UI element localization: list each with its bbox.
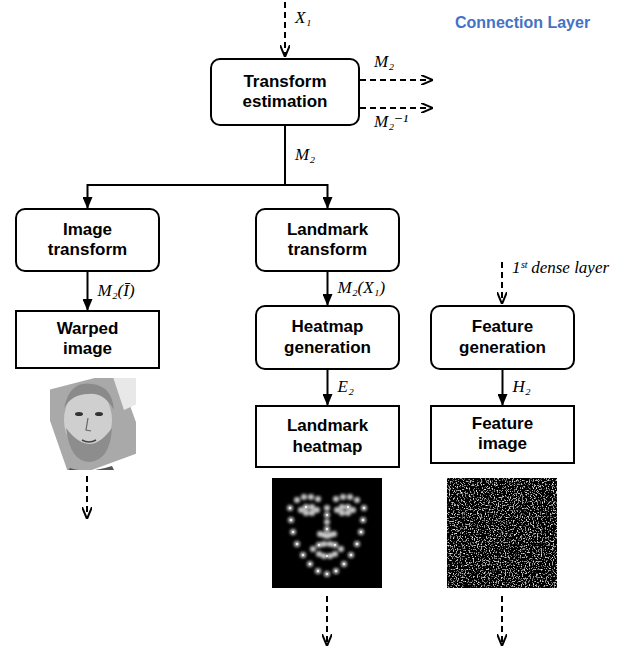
process-box: Image transform [15,208,160,272]
signal-label: M₂ [293,145,317,165]
process-box: Landmark transform [255,208,400,272]
layer-title: Connection Layer [455,14,590,32]
box-label: Feature image [446,414,559,455]
connector-arrow [502,370,504,405]
connector-arrow [87,272,89,310]
signal-label: H₂ [511,377,533,397]
output-box: Feature image [430,405,575,464]
signal-label: M₂⁻¹ [372,112,410,132]
connector-arrow [327,370,329,405]
signal-label: M₂(Ī) [96,281,137,301]
process-box: Transform estimation [210,58,360,126]
box-label: Image transform [31,220,144,261]
signal-label: E₂ [336,377,356,397]
box-label: Heatmap generation [271,317,384,358]
box-label: Transform estimation [226,72,344,113]
connector-arrow [285,126,328,208]
box-label: Landmark heatmap [271,416,384,457]
feature-noise-image [447,478,557,588]
process-box: Heatmap generation [255,305,400,370]
output-box: Landmark heatmap [255,405,400,468]
box-label: Landmark transform [271,220,384,261]
source-label: 1ˢᵗ dense layer [510,258,611,278]
connector-arrow [88,126,286,208]
signal-label: M₂(X₁) [336,278,388,298]
process-box: Feature generation [430,305,575,370]
landmark-heatmap-image [272,478,382,588]
warped-face-image [50,378,136,470]
box-label: Warped image [31,319,144,360]
output-box: Warped image [15,310,160,369]
signal-label: M₂ [372,52,396,72]
box-label: Feature generation [446,317,559,358]
signal-label: X₁ [293,8,313,28]
connector-arrow [327,272,329,305]
